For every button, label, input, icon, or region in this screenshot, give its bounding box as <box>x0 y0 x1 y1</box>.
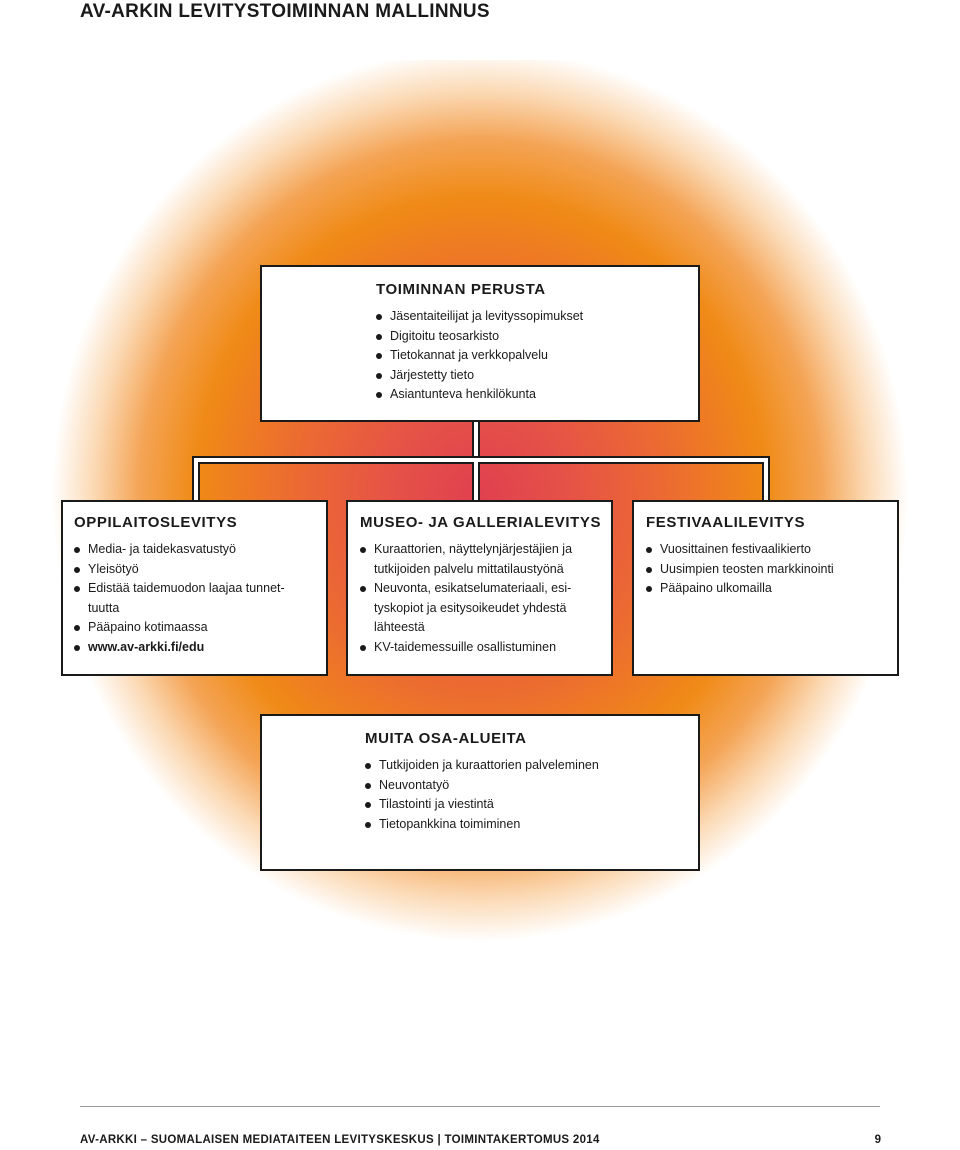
list-item: Neuvontatyö <box>365 776 599 796</box>
bottom-box-other-areas: MUITA OSA-ALUEITA Tutkijoiden ja kuraatt… <box>260 714 700 871</box>
middle-box-museum-gallery-distribution: MUSEO- JA GALLERIALEVITYS Kuraattorien, … <box>346 500 613 676</box>
list-item: Digitoitu teosarkisto <box>376 327 583 347</box>
right-box-title: FESTIVAALILEVITYS <box>646 514 806 531</box>
connector-top-stem <box>472 420 480 460</box>
footer-divider <box>80 1106 880 1107</box>
list-item: Järjestetty tieto <box>376 366 583 386</box>
left-box-title: OPPILAITOSLEVITYS <box>74 514 238 531</box>
list-item: Uusimpien teosten markkinointi <box>646 560 891 580</box>
list-item: KV-taidemessuille osallistuminen <box>360 638 605 658</box>
connector-middle-drop <box>472 456 480 502</box>
list-item: Tutkijoiden ja kuraattorien palveleminen <box>365 756 599 776</box>
left-box-list: Media- ja taidekasvatustyö Yleisötyö Edi… <box>74 540 309 658</box>
middle-box-title: MUSEO- JA GALLERIALEVITYS <box>360 514 602 531</box>
connector-crossbar-fill <box>194 458 768 462</box>
top-box-title: TOIMINNAN PERUSTA <box>376 281 546 298</box>
list-item: Kuraattorien, näyttelynjärjestäjien ja t… <box>360 540 605 579</box>
middle-box-list: Kuraattorien, näyttelynjärjestäjien ja t… <box>360 540 605 658</box>
list-item: Tilastointi ja viestintä <box>365 795 599 815</box>
bottom-box-title: MUITA OSA-ALUEITA <box>365 730 527 747</box>
top-box-foundation: TOIMINNAN PERUSTA Jäsentaiteilijat ja le… <box>260 265 700 422</box>
page-number: 9 <box>874 1134 881 1146</box>
list-item: Yleisötyö <box>74 560 309 580</box>
connector-left-drop <box>192 456 200 502</box>
page-title: AV-ARKIN LEVITYSTOIMINNAN MALLINNUS <box>80 1 490 22</box>
top-box-list: Jäsentaiteilijat ja levityssopimukset Di… <box>376 307 583 405</box>
bottom-box-list: Tutkijoiden ja kuraattorien palveleminen… <box>365 756 599 834</box>
footer-text: AV-ARKKI – SUOMALAISEN MEDIATAITEEN LEVI… <box>80 1134 600 1146</box>
connector-right-drop <box>762 456 770 502</box>
list-item: Jäsentaiteilijat ja levityssopimukset <box>376 307 583 327</box>
right-box-list: Vuosittainen festivaalikierto Uusimpien … <box>646 540 891 599</box>
list-item: Edistää taidemuodon laajaa tunnet-tuutta <box>74 579 309 618</box>
list-item: Pääpaino kotimaassa <box>74 618 309 638</box>
list-item: Media- ja taidekasvatustyö <box>74 540 309 560</box>
list-item-link[interactable]: www.av-arkki.fi/edu <box>74 638 309 658</box>
list-item: Vuosittainen festivaalikierto <box>646 540 891 560</box>
list-item: Asiantunteva henkilökunta <box>376 385 583 405</box>
right-box-festival-distribution: FESTIVAALILEVITYS Vuosittainen festivaal… <box>632 500 899 676</box>
list-item: Neuvonta, esikatselumateriaali, esi-tysk… <box>360 579 605 638</box>
list-item: Tietokannat ja verkkopalvelu <box>376 346 583 366</box>
left-box-education-distribution: OPPILAITOSLEVITYS Media- ja taidekasvatu… <box>61 500 328 676</box>
list-item: Tietopankkina toimiminen <box>365 815 599 835</box>
list-item: Pääpaino ulkomailla <box>646 579 891 599</box>
